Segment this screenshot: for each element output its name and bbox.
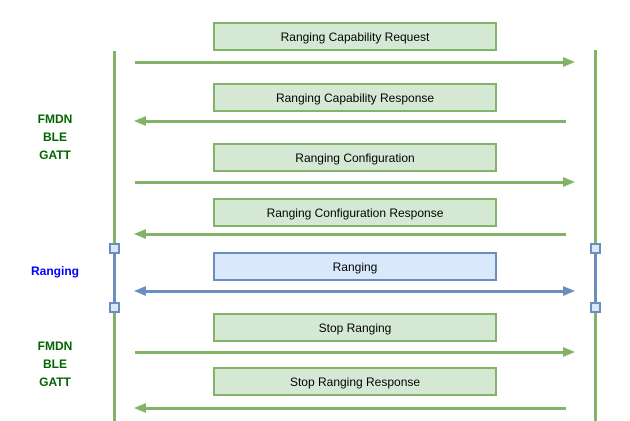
arrowhead-left: [134, 229, 146, 239]
message-label: Stop Ranging: [318, 320, 392, 335]
message-label: Stop Ranging Response: [289, 374, 421, 389]
message-arrow-right: [135, 351, 564, 354]
arrowhead-right: [563, 347, 575, 357]
message-label: Ranging Configuration: [295, 150, 415, 165]
lane-label-line: GATT: [39, 375, 71, 389]
activation-marker: [590, 243, 601, 254]
message-box: Ranging Configuration: [213, 143, 497, 172]
lane-label-line: BLE: [43, 130, 67, 144]
message-arrow-right: [135, 181, 564, 184]
lane-label-line: Ranging: [31, 264, 79, 278]
arrowhead-left: [134, 403, 146, 413]
message-label: Ranging Capability Response: [275, 90, 435, 105]
message-label: Ranging: [332, 259, 378, 274]
message-arrow-both: [145, 290, 564, 293]
message-box: Ranging Capability Request: [213, 22, 497, 51]
message-box: Ranging Configuration Response: [213, 198, 497, 227]
activation-segment-right: [594, 246, 597, 310]
message-arrow-left: [145, 120, 566, 123]
message-box: Ranging Capability Response: [213, 83, 497, 112]
lifeline-left: [113, 51, 116, 421]
activation-marker: [109, 302, 120, 313]
arrowhead-left: [134, 116, 146, 126]
lifeline-right: [594, 50, 597, 421]
lane-label-line: BLE: [43, 357, 67, 371]
arrowhead-right: [563, 286, 575, 296]
message-label: Ranging Capability Request: [280, 29, 430, 44]
message-arrow-left: [145, 233, 566, 236]
message-box: Ranging: [213, 252, 497, 281]
lane-label-line: GATT: [39, 148, 71, 162]
message-box: Stop Ranging: [213, 313, 497, 342]
message-label: Ranging Configuration Response: [266, 205, 444, 220]
lane-label-fmdn-ble-gatt: FMDN BLE GATT: [10, 337, 100, 391]
message-arrow-right: [135, 61, 564, 64]
arrowhead-left: [134, 286, 146, 296]
lane-label-line: FMDN: [37, 339, 73, 353]
lane-label-ranging: Ranging: [10, 262, 100, 280]
message-box: Stop Ranging Response: [213, 367, 497, 396]
lane-label-line: FMDN: [37, 112, 73, 126]
lane-label-fmdn-ble-gatt: FMDN BLE GATT: [10, 110, 100, 164]
arrowhead-right: [563, 57, 575, 67]
arrowhead-right: [563, 177, 575, 187]
activation-marker: [590, 302, 601, 313]
activation-segment-left: [113, 246, 116, 310]
activation-marker: [109, 243, 120, 254]
message-arrow-left: [145, 407, 566, 410]
